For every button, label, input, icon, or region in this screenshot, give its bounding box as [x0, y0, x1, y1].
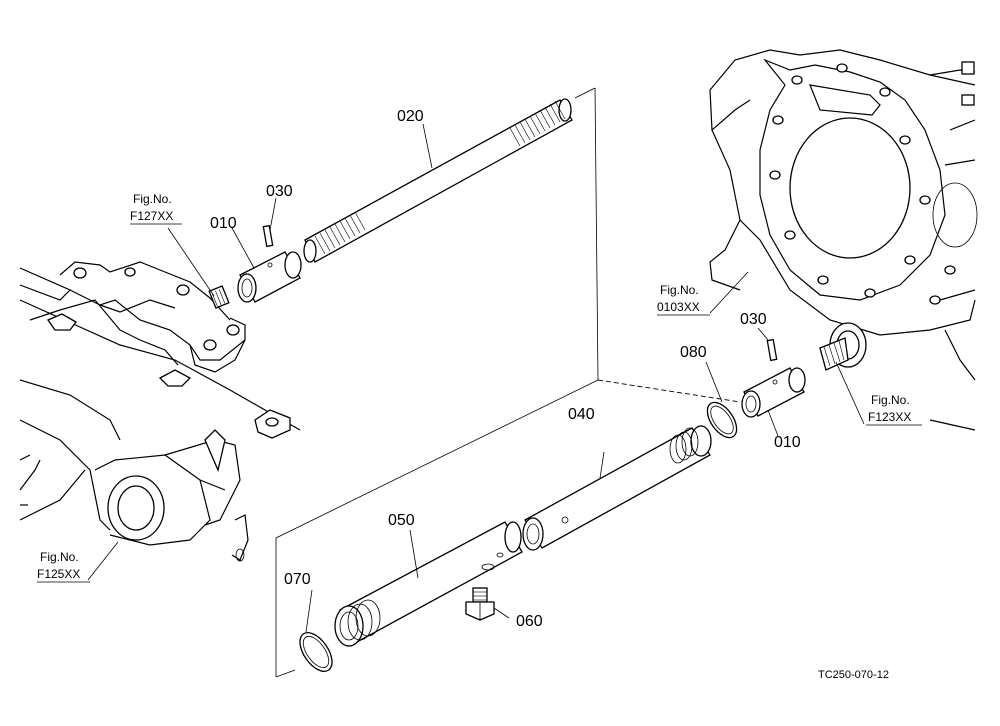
- plug-060: [465, 587, 495, 621]
- splined-input-stub: [819, 322, 867, 371]
- label-030-left: 030: [266, 183, 293, 200]
- leader-lines: [87, 123, 865, 633]
- label-010-left: 010: [210, 215, 237, 232]
- svg-text:0103XX: 0103XX: [657, 300, 700, 314]
- tube-040: [522, 425, 712, 551]
- label-050: 050: [388, 512, 415, 529]
- right-housing-assembly: [709, 49, 978, 431]
- svg-text:Fig.No.: Fig.No.: [133, 192, 172, 206]
- fig-ref-f123: Fig.No. F123XX: [866, 393, 922, 426]
- svg-text:Fig.No.: Fig.No.: [40, 550, 79, 564]
- label-010-right: 010: [774, 434, 801, 451]
- spring-pin-030-left: [262, 224, 274, 248]
- o-ring-080: [706, 401, 738, 439]
- svg-text:F123XX: F123XX: [868, 410, 911, 424]
- svg-text:Fig.No.: Fig.No.: [871, 393, 910, 407]
- svg-text:F127XX: F127XX: [130, 209, 173, 223]
- shaft-020: [303, 98, 573, 263]
- drawing-code: TC250-070-12: [818, 669, 889, 681]
- left-housing-assembly: [19, 261, 301, 562]
- assembly-frame: [275, 87, 599, 678]
- fig-ref-f127: Fig.No. F127XX: [130, 192, 182, 225]
- label-080: 080: [680, 344, 707, 361]
- shaft-020-spline-bottom: [314, 211, 366, 255]
- coupling-010-left: [237, 251, 302, 303]
- svg-text:Fig.No.: Fig.No.: [660, 283, 699, 297]
- housing-bolt-holes: [769, 63, 956, 305]
- shaft-020-spline-top: [509, 100, 566, 147]
- label-030-right: 030: [740, 311, 767, 328]
- label-020: 020: [397, 108, 424, 125]
- fig-ref-o103: Fig.No. 0103XX: [657, 283, 710, 316]
- coupling-010-right: [741, 367, 806, 418]
- label-060: 060: [516, 613, 543, 630]
- spring-pin-030-right: [766, 338, 778, 362]
- o-ring-070: [299, 632, 333, 672]
- label-070: 070: [284, 571, 311, 588]
- svg-text:F125XX: F125XX: [37, 567, 80, 581]
- tube-050: [334, 521, 523, 647]
- label-040: 040: [568, 406, 595, 423]
- fig-ref-f125: Fig.No. F125XX: [37, 550, 90, 583]
